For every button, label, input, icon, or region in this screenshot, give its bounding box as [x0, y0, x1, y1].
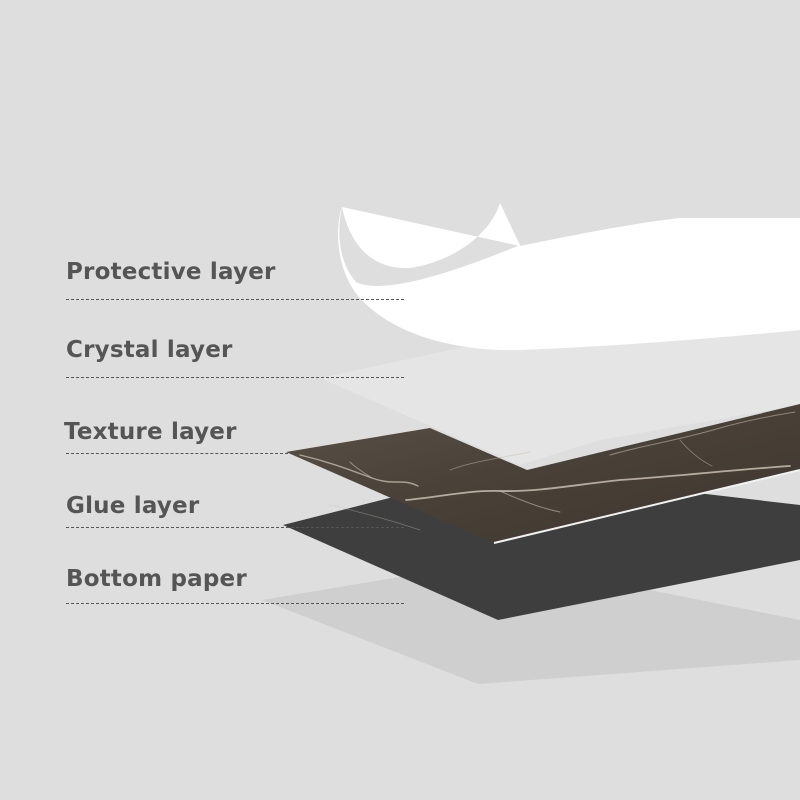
- protective-layer-film: [338, 203, 800, 351]
- crystal-layer-leader: [66, 377, 404, 378]
- texture-layer-sheet: [286, 404, 800, 543]
- bottom-paper-label: Bottom paper: [66, 566, 247, 592]
- texture-layer-edge: [493, 469, 800, 544]
- crystal-layer-sheet: [320, 330, 800, 465]
- bottom-paper-leader: [66, 603, 404, 604]
- protective-layer-curl: [342, 203, 520, 269]
- marble-veins: [299, 411, 796, 531]
- crystal-layer-label: Crystal layer: [66, 337, 233, 363]
- texture-layer-leader: [66, 453, 288, 454]
- protective-layer-leader: [66, 299, 404, 300]
- glue-layer-label: Glue layer: [66, 493, 200, 519]
- texture-layer-label: Texture layer: [64, 419, 237, 445]
- bottom-paper-sheet: [262, 560, 800, 684]
- glue-layer-sheet: [283, 470, 800, 620]
- glue-layer-leader: [66, 527, 404, 528]
- protective-layer-label: Protective layer: [66, 259, 276, 285]
